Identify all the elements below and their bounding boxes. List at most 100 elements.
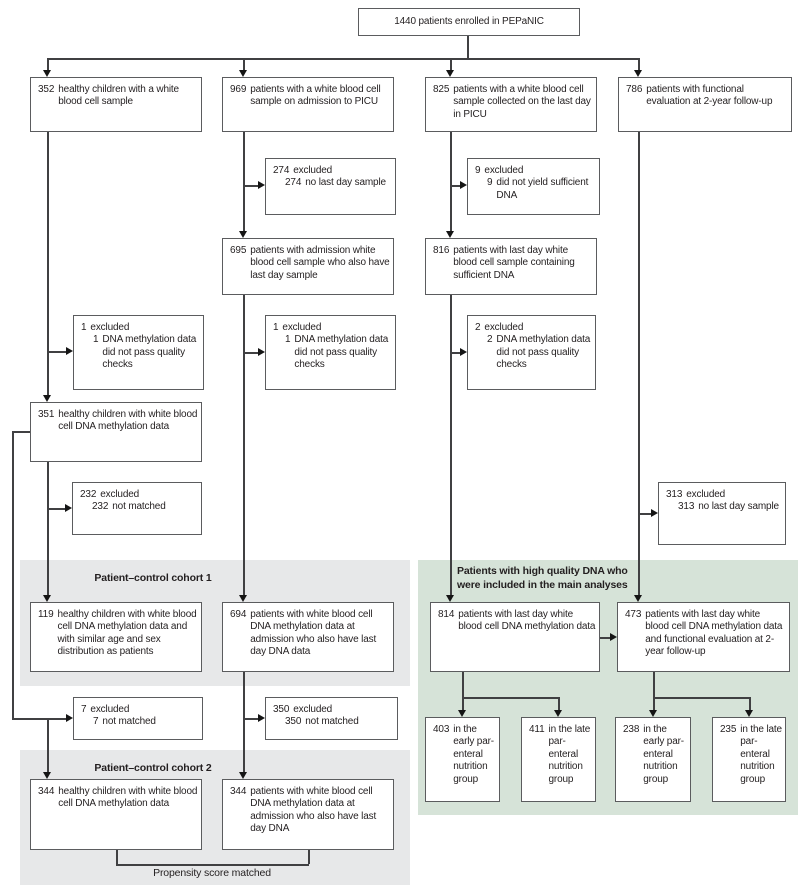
flow-line xyxy=(638,58,640,70)
arrowhead-down xyxy=(633,70,642,77)
box-number: 694 xyxy=(230,609,247,620)
box-number: 403 xyxy=(433,724,450,735)
flow-line xyxy=(450,132,452,231)
flow-line xyxy=(243,352,258,354)
box-text: healthy children with white blood cell D… xyxy=(58,786,198,810)
box-number: 816 xyxy=(433,245,450,256)
flow-line xyxy=(653,697,655,710)
box-text: patients with a white blood cell sample … xyxy=(453,84,591,120)
flow-line xyxy=(243,58,245,70)
flow-line xyxy=(12,431,30,433)
box-text: excluded xyxy=(90,322,130,333)
bracket-line xyxy=(116,850,118,864)
box-number: 9 xyxy=(475,165,481,176)
flow-line xyxy=(749,697,751,710)
flow-line xyxy=(12,718,66,720)
box-text: patients with white blood cell DNA methy… xyxy=(250,609,377,658)
box-text: in the late par-enteral nutrition group xyxy=(740,724,782,785)
flow-line xyxy=(462,672,464,697)
box-text: patients with functional evaluation at 2… xyxy=(646,84,773,108)
flow-line xyxy=(653,697,750,699)
box-text: patients with admission white blood cell… xyxy=(250,245,390,281)
flow-line xyxy=(653,672,655,697)
box-number: 351 xyxy=(38,409,55,420)
box-number: 1 xyxy=(81,322,87,333)
bracket-line xyxy=(116,864,309,866)
flow-line xyxy=(450,58,452,70)
box-number: 235 xyxy=(720,724,737,735)
arrowhead-down xyxy=(744,710,753,717)
flow-line xyxy=(47,462,49,596)
box-number: 274 xyxy=(285,177,302,189)
box-number: 7 xyxy=(93,716,99,728)
box-text: in the late par-enteral nutrition group xyxy=(548,724,591,785)
box-number: 786 xyxy=(626,84,643,95)
box-text: not matched xyxy=(112,501,166,513)
box-number: 1 xyxy=(93,334,99,346)
box-1440-enrolled: 1440 patients enrolled in PEPaNIC xyxy=(358,8,580,36)
arrowhead-right xyxy=(66,713,73,722)
arrowhead-down xyxy=(633,595,642,602)
box-number: 119 xyxy=(38,609,54,620)
arrowhead-right xyxy=(258,713,265,722)
arrowhead-down xyxy=(648,710,657,717)
box-text: excluded xyxy=(293,704,333,715)
flow-line xyxy=(462,697,464,710)
box-text: excluded xyxy=(282,322,322,333)
box-text: excluded xyxy=(100,489,140,500)
arrowhead-down xyxy=(238,595,247,602)
box-text: patients with last day white blood cell … xyxy=(458,609,596,633)
box-number: 969 xyxy=(230,84,247,95)
box-number: 313 xyxy=(678,501,695,513)
bracket-line xyxy=(308,850,310,864)
box-number: 825 xyxy=(433,84,450,95)
arrowhead-down xyxy=(42,70,51,77)
region-label-main-analyses: Patients with high quality DNA who were … xyxy=(457,565,628,591)
box-number: 238 xyxy=(623,724,640,735)
box-text: in the early par-enteral nutrition group xyxy=(453,724,494,785)
box-number: 313 xyxy=(666,489,683,500)
arrowhead-down xyxy=(445,231,454,238)
box-number: 232 xyxy=(92,501,109,513)
arrowhead-right xyxy=(258,347,265,356)
flow-line xyxy=(600,637,610,639)
arrowhead-right xyxy=(651,508,658,517)
arrowhead-down xyxy=(42,595,51,602)
flow-line xyxy=(558,697,560,710)
box-number: 2 xyxy=(487,334,493,346)
box-text: not matched xyxy=(102,716,156,728)
box-text: patients with a white blood cell sample … xyxy=(250,84,381,108)
flow-line xyxy=(47,132,49,396)
box-number: 274 xyxy=(273,165,290,176)
flow-line xyxy=(450,295,452,596)
arrowhead-right xyxy=(65,503,72,512)
box-text: DNA methylation data did not pass qualit… xyxy=(102,334,197,371)
box-text: healthy children with white blood cell D… xyxy=(58,409,198,433)
flow-line xyxy=(243,718,258,720)
box-text: excluded xyxy=(686,489,726,500)
box-number: 1 xyxy=(285,334,291,346)
flow-line xyxy=(47,718,49,773)
region-label-cohort2: Patient–control cohort 2 xyxy=(94,762,212,774)
box-text: DNA methylation data did not pass qualit… xyxy=(294,334,389,371)
arrowhead-down xyxy=(42,772,51,779)
box-number: 473 xyxy=(625,609,642,620)
box-text: healthy children with white blood cell D… xyxy=(57,609,197,658)
flow-line xyxy=(243,672,245,773)
arrowhead-down xyxy=(445,595,454,602)
